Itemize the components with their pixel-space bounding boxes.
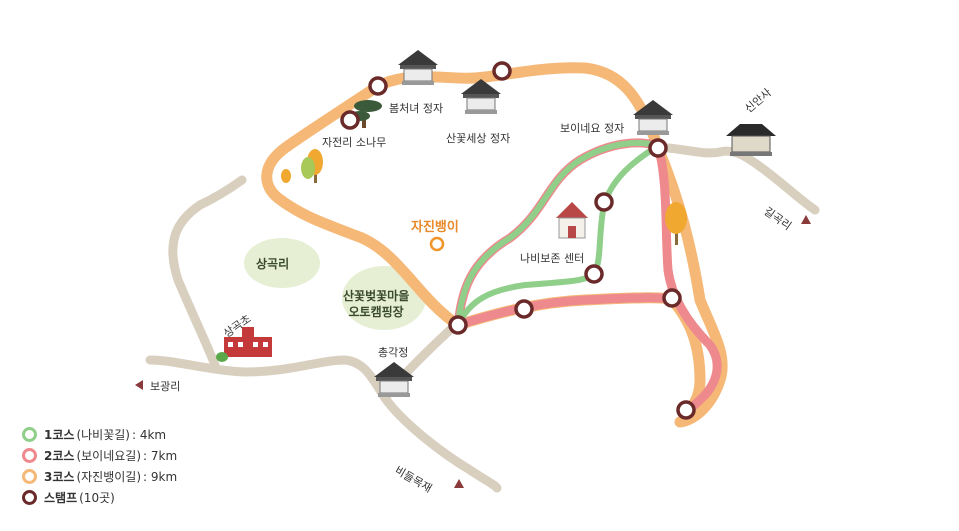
legend-dist: : 7km xyxy=(143,448,178,463)
direction-triangle-icon xyxy=(801,215,811,224)
label-campsite: 산꽃벚꽃마을 오토캠핑장 xyxy=(343,288,409,320)
pavilion-icon xyxy=(398,50,438,85)
label-jajeonri: 자전리 소나무 xyxy=(322,136,387,149)
legend-dot-icon xyxy=(22,490,37,505)
label-nabi: 나비보존 센터 xyxy=(520,252,585,265)
legend-item: 1코스 (나비꽃길) : 4km xyxy=(22,424,177,445)
legend-dot-icon xyxy=(22,448,37,463)
stamp-markers xyxy=(340,61,696,420)
legend-dot-icon xyxy=(22,427,37,442)
label-campsite-line1: 산꽃벚꽃마을 xyxy=(343,289,410,303)
label-sanggokri: 상곡리 xyxy=(256,257,290,271)
stamp-marker[interactable] xyxy=(340,110,360,130)
legend-name: 스탬프 xyxy=(44,491,78,505)
tree-icon xyxy=(281,149,323,183)
label-sanggot: 산꽃세상 정자 xyxy=(446,132,511,145)
stamp-marker[interactable] xyxy=(448,315,468,335)
legend-sub: (자진뱅이길) xyxy=(76,470,142,484)
label-boine: 보이네요 정자 xyxy=(560,122,625,135)
jajinbaengi-marker xyxy=(429,236,445,252)
legend-sub: (보이네요길) xyxy=(76,449,142,463)
direction-triangle-icon xyxy=(135,380,143,390)
stamp-marker[interactable] xyxy=(368,76,388,96)
pavilion-icon xyxy=(461,79,501,114)
label-campsite-line2: 오토캠핑장 xyxy=(348,305,404,319)
stamp-marker[interactable] xyxy=(594,192,614,212)
campsite-meadow xyxy=(342,266,426,330)
house-icon xyxy=(556,202,588,239)
pavilion-icon xyxy=(633,100,673,135)
stamp-marker[interactable] xyxy=(514,299,534,319)
legend-dot-icon xyxy=(22,469,37,484)
legend-name: 2코스 xyxy=(44,449,75,463)
legend-item: 2코스 (보이네요길) : 7km xyxy=(22,445,177,466)
legend-item: 3코스 (자진뱅이길) : 9km xyxy=(22,466,177,487)
stamp-marker[interactable] xyxy=(584,264,604,284)
legend: 1코스 (나비꽃길) : 4km 2코스 (보이네요길) : 7km 3코스 (… xyxy=(22,424,177,508)
stamp-marker[interactable] xyxy=(662,288,682,308)
stamp-marker[interactable] xyxy=(648,138,668,158)
legend-sub: (10곳) xyxy=(79,491,115,505)
pavilion-icon xyxy=(374,362,414,397)
legend-dist: : 4km xyxy=(131,427,167,442)
label-chonggak: 총각정 xyxy=(378,346,409,359)
legend-name: 3코스 xyxy=(44,470,75,484)
stamp-marker[interactable] xyxy=(492,61,512,81)
temple-icon xyxy=(726,124,776,156)
legend-item: 스탬프 (10곳) xyxy=(22,487,177,508)
label-bogwangri: 보광리 xyxy=(150,380,181,393)
sanggokri-meadow xyxy=(244,238,320,288)
stamp-marker[interactable] xyxy=(676,400,696,420)
label-bomcheonyeo: 봄처녀 정자 xyxy=(389,102,444,115)
legend-dist: : 9km xyxy=(143,469,178,484)
label-jajinbaengi: 자진뱅이 xyxy=(411,220,459,235)
legend-sub: (나비꽃길) xyxy=(76,428,130,442)
school-icon xyxy=(216,327,272,362)
legend-name: 1코스 xyxy=(44,428,75,442)
direction-triangle-icon xyxy=(454,479,464,488)
tree-icon xyxy=(665,202,687,245)
